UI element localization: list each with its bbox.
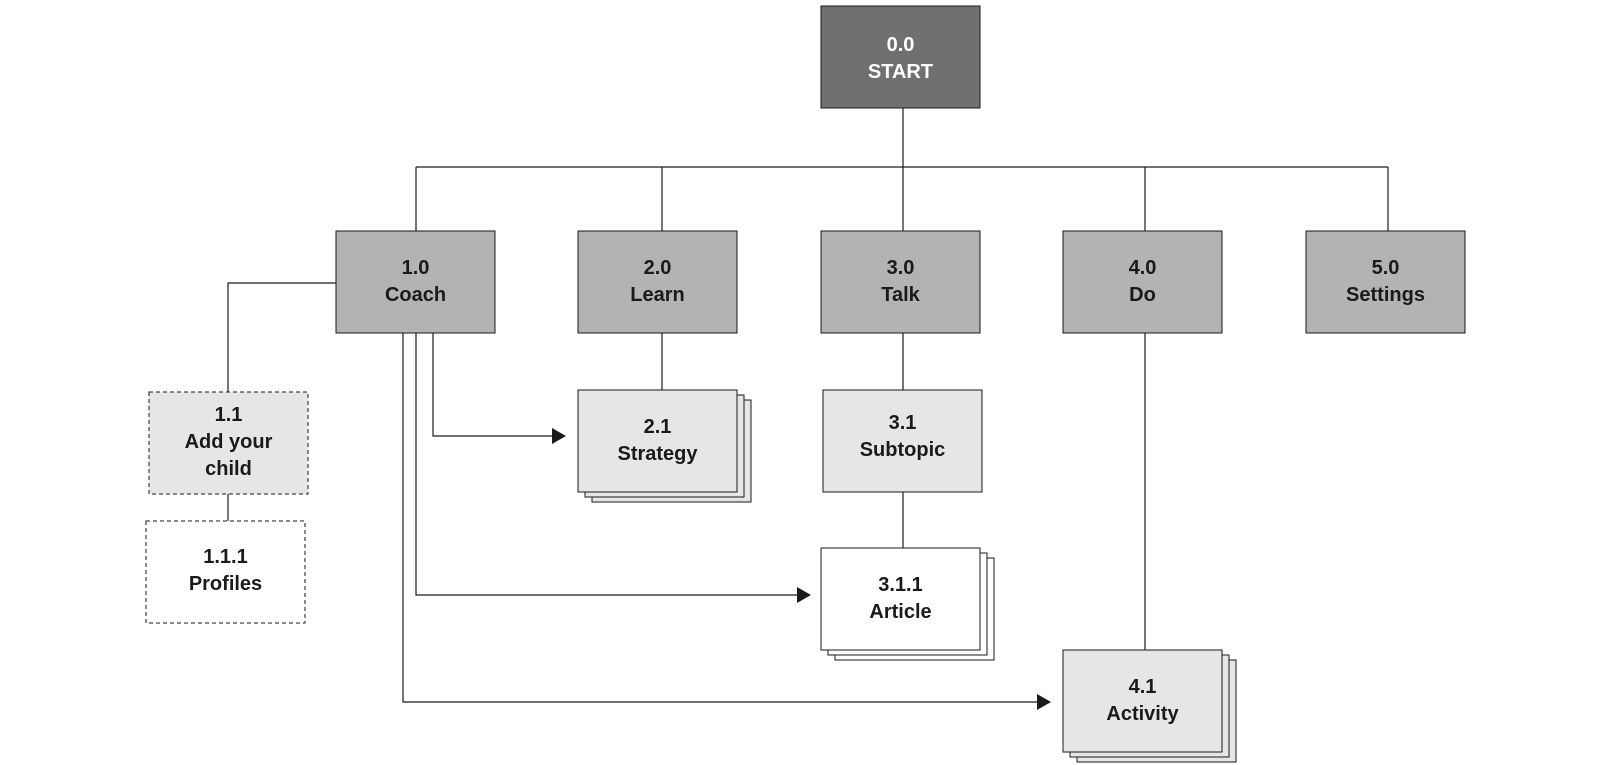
node-label: Coach (385, 284, 446, 306)
node-box (335, 230, 496, 334)
node-number: 3.1.1 (878, 574, 922, 596)
arrowhead-strategy (552, 428, 566, 444)
node-number: 4.1 (1129, 676, 1157, 698)
node-do[interactable]: 4.0 Do (1062, 230, 1223, 334)
node-label-line-1: Add your (185, 431, 273, 453)
node-box (1062, 230, 1223, 334)
node-box (820, 547, 981, 651)
arrowhead-activity (1037, 694, 1051, 710)
connectors (227, 108, 1389, 710)
node-box (1062, 649, 1223, 753)
node-box (577, 230, 738, 334)
node-number: 2.1 (644, 416, 672, 438)
node-number: 1.0 (402, 257, 430, 279)
node-label: Profiles (189, 573, 262, 595)
arrow-coach-to-strategy (432, 333, 553, 437)
node-number: 0.0 (887, 34, 915, 56)
arrow-coach-to-article (415, 333, 798, 596)
node-number: 1.1.1 (203, 546, 247, 568)
node-box (148, 391, 309, 495)
node-label: Article (869, 601, 931, 623)
node-number: 5.0 (1372, 257, 1400, 279)
node-article[interactable]: 3.1.1 Article (820, 547, 995, 661)
arrow-coach-to-activity (402, 333, 1037, 703)
node-label: Talk (881, 284, 920, 306)
node-number: 4.0 (1129, 257, 1157, 279)
node-number: 3.1 (889, 412, 917, 434)
node-talk[interactable]: 3.0 Talk (820, 230, 981, 334)
node-box (820, 230, 981, 334)
node-label: Activity (1106, 703, 1179, 725)
node-box (1305, 230, 1466, 334)
node-subtopic[interactable]: 3.1 Subtopic (822, 389, 983, 493)
node-box (820, 5, 981, 109)
node-strategy[interactable]: 2.1 Strategy (577, 389, 752, 503)
node-box (145, 520, 306, 624)
node-learn[interactable]: 2.0 Learn (577, 230, 738, 334)
node-label: Settings (1346, 284, 1425, 306)
node-start[interactable]: 0.0 START (820, 5, 981, 109)
node-label: Learn (630, 284, 684, 306)
node-number: 1.1 (215, 404, 243, 426)
node-label: Subtopic (860, 439, 946, 461)
node-settings[interactable]: 5.0 Settings (1305, 230, 1466, 334)
connector-coach-to-add-child (227, 282, 336, 392)
node-number: 2.0 (644, 257, 672, 279)
node-activity[interactable]: 4.1 Activity (1062, 649, 1237, 763)
node-box (822, 389, 983, 493)
node-box (577, 389, 738, 493)
node-label: START (868, 61, 933, 83)
node-coach[interactable]: 1.0 Coach (335, 230, 496, 334)
node-add-your-child[interactable]: 1.1 Add your child (148, 391, 309, 495)
node-profiles[interactable]: 1.1.1 Profiles (145, 520, 306, 624)
node-label: Do (1129, 284, 1156, 306)
node-number: 3.0 (887, 257, 915, 279)
arrowhead-article (797, 587, 811, 603)
node-label: Strategy (617, 443, 698, 465)
node-label-line-2: child (205, 458, 252, 480)
